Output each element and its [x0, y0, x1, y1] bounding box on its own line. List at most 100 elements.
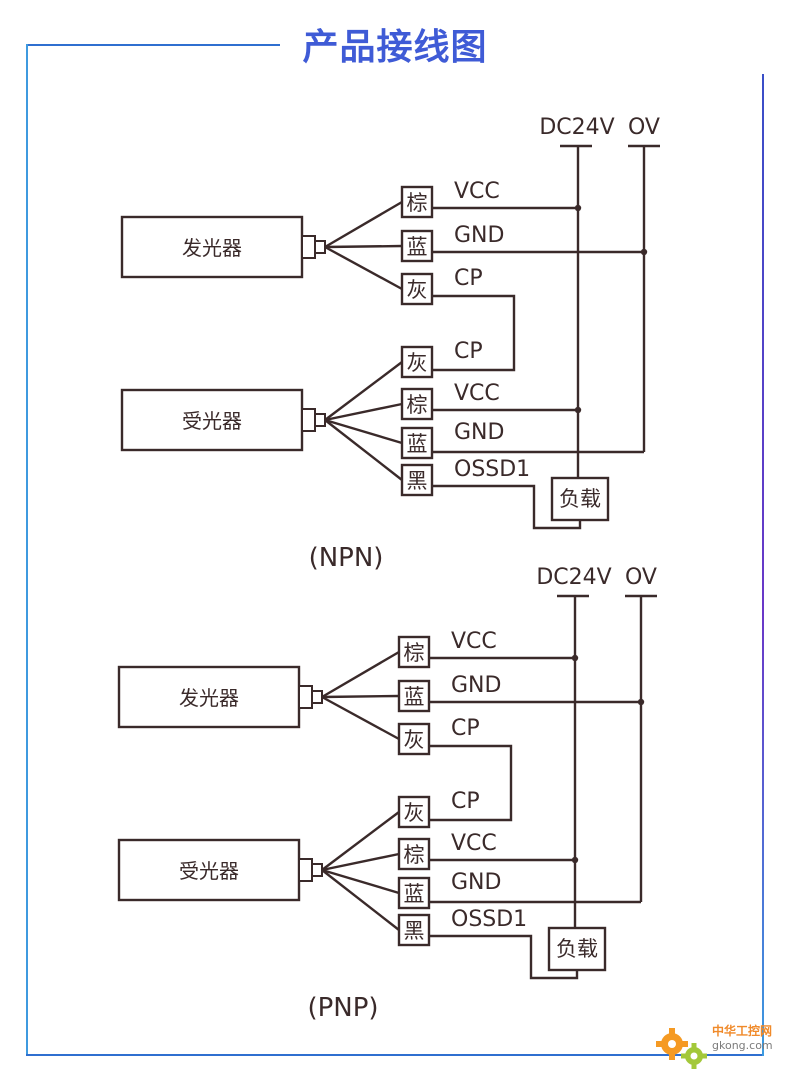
receiver-fan-wire [324, 419, 403, 481]
watermark-name: 中华工控网 [712, 1024, 773, 1038]
receiver-body [117, 838, 301, 902]
receiver-color-box [397, 876, 431, 910]
receiver-color-box [400, 345, 434, 379]
receiver-connector [298, 858, 313, 882]
receiver-signal-label: CP [454, 339, 483, 364]
emitter-signal-label: VCC [451, 629, 497, 654]
receiver-fan-wire [321, 869, 400, 931]
load-box [547, 926, 607, 972]
emitter-label: 发光器 [179, 686, 239, 710]
emitter-color-box [400, 272, 434, 306]
emitter-fan-wire [324, 245, 403, 291]
frame-left-border [26, 44, 28, 1056]
receiver-signal-label: GND [454, 420, 504, 445]
receiver-color-label: 灰 [404, 801, 425, 825]
emitter-color-box [397, 635, 431, 669]
emitter-gnd-junction [637, 698, 645, 706]
emitter-body [117, 665, 301, 729]
frame-right-border [762, 74, 764, 1056]
receiver-connector [301, 408, 316, 432]
receiver-color-label: 蓝 [404, 882, 425, 906]
cp-link-wire [429, 744, 513, 822]
emitter-fan-wire [321, 694, 400, 699]
emitter-color-box [397, 679, 431, 713]
receiver-body [120, 388, 304, 452]
supply-positive-label: DC24V [539, 115, 614, 140]
emitter-gnd-junction [640, 248, 648, 256]
emitter-connector-tip [311, 690, 323, 704]
load-box [550, 476, 610, 522]
cp-link-wire [432, 294, 516, 372]
receiver-color-label: 黑 [407, 469, 428, 493]
receiver-fan-wire [321, 868, 400, 895]
emitter-signal-label: GND [454, 223, 504, 248]
receiver-signal-label: VCC [454, 381, 500, 406]
receiver-connector-tip [311, 863, 323, 877]
receiver-signal-label: OSSD1 [454, 457, 530, 482]
emitter-vcc-junction [574, 204, 582, 212]
receiver-connector-tip [314, 413, 326, 427]
emitter-signal-label: VCC [454, 179, 500, 204]
ossd1-output-wire [432, 484, 582, 530]
receiver-color-label: 棕 [407, 393, 428, 417]
gear-icon [656, 1028, 707, 1069]
emitter-color-label: 棕 [404, 641, 425, 665]
receiver-color-box [400, 426, 434, 460]
receiver-fan-wire [324, 361, 403, 421]
receiver-color-box [400, 387, 434, 421]
receiver-signal-label: GND [451, 870, 501, 895]
mode-label: (NPN) [309, 543, 384, 573]
emitter-vcc-junction [571, 654, 579, 662]
frame-top-border [26, 44, 280, 46]
emitter-fan-wire [321, 695, 400, 741]
emitter-color-label: 灰 [407, 278, 428, 302]
emitter-color-box [400, 229, 434, 263]
receiver-color-label: 棕 [404, 843, 425, 867]
emitter-signal-label: CP [454, 266, 483, 291]
receiver-fan-wire [321, 852, 400, 872]
mode-label: (PNP) [307, 993, 378, 1023]
load-label: 负载 [556, 937, 598, 961]
watermark: 中华工控网 gkong.com [652, 1018, 787, 1074]
supply-negative-label: OV [628, 115, 660, 140]
supply-positive-label: DC24V [536, 565, 611, 590]
receiver-fan-wire [321, 811, 400, 871]
page-title: 产品接线图 [302, 27, 488, 68]
emitter-body [120, 215, 304, 279]
receiver-color-label: 蓝 [407, 432, 428, 456]
receiver-label: 受光器 [182, 409, 242, 433]
receiver-color-box [397, 795, 431, 829]
emitter-connector [298, 685, 313, 709]
receiver-signal-label: OSSD1 [451, 907, 527, 932]
emitter-connector-tip [314, 240, 326, 254]
emitter-fan-wire [324, 244, 403, 249]
emitter-fan-wire [321, 650, 400, 699]
ossd1-output-wire [429, 934, 579, 980]
emitter-connector [301, 235, 316, 259]
emitter-color-box [397, 722, 431, 756]
emitter-color-label: 蓝 [407, 235, 428, 259]
receiver-color-box [397, 837, 431, 871]
emitter-color-label: 灰 [404, 728, 425, 752]
receiver-color-box [397, 913, 431, 947]
load-label: 负载 [559, 487, 601, 511]
receiver-vcc-junction [571, 856, 579, 864]
supply-negative-label: OV [625, 565, 657, 590]
emitter-label: 发光器 [182, 236, 242, 260]
receiver-fan-wire [324, 418, 403, 445]
emitter-signal-label: GND [451, 673, 501, 698]
receiver-color-label: 灰 [407, 351, 428, 375]
receiver-color-label: 黑 [404, 919, 425, 943]
receiver-vcc-junction [574, 406, 582, 414]
receiver-signal-label: CP [451, 789, 480, 814]
watermark-url: gkong.com [712, 1039, 773, 1052]
receiver-fan-wire [324, 402, 403, 422]
emitter-color-label: 棕 [407, 191, 428, 215]
emitter-signal-label: CP [451, 716, 480, 741]
receiver-signal-label: VCC [451, 831, 497, 856]
receiver-color-box [400, 463, 434, 497]
emitter-color-box [400, 185, 434, 219]
receiver-label: 受光器 [179, 859, 239, 883]
